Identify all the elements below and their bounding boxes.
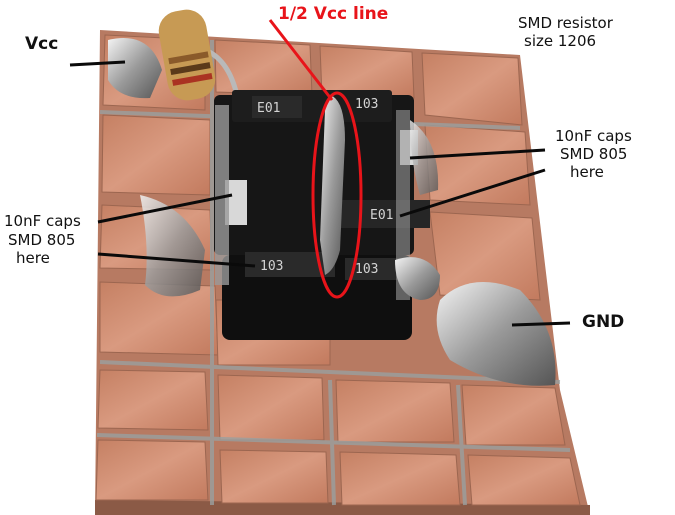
resistor-marking: E01 xyxy=(370,208,393,223)
smd-resistor-label-1: SMD resistor xyxy=(518,14,613,32)
caps-right-label-1: 10nF caps xyxy=(555,127,632,145)
vcc-label: Vcc xyxy=(25,34,59,54)
caps-left-label-1: 10nF caps xyxy=(4,212,81,230)
gnd-solder xyxy=(436,282,556,386)
caps-right-label-3: here xyxy=(570,163,604,181)
pointer-lines xyxy=(69,60,571,327)
resistor-marking: E01 xyxy=(257,101,280,116)
caps-left-label-2: SMD 805 xyxy=(8,231,76,249)
left-cap-solder xyxy=(140,195,205,297)
vcc-solder xyxy=(108,38,162,99)
half-vcc-highlight xyxy=(311,91,363,299)
half-vcc-label: 1/2 Vcc line xyxy=(278,4,389,24)
resistor-marking: 103 xyxy=(355,97,378,112)
caps-left-label-3: here xyxy=(16,249,50,267)
caps-right-label-2: SMD 805 xyxy=(560,145,628,163)
smd-resistor-label-2: size 1206 xyxy=(524,32,597,50)
half-vcc-pointer xyxy=(268,19,334,101)
gnd-label: GND xyxy=(582,312,625,332)
resistor-marking: 103 xyxy=(355,262,378,277)
resistor-marking: 103 xyxy=(260,259,283,274)
